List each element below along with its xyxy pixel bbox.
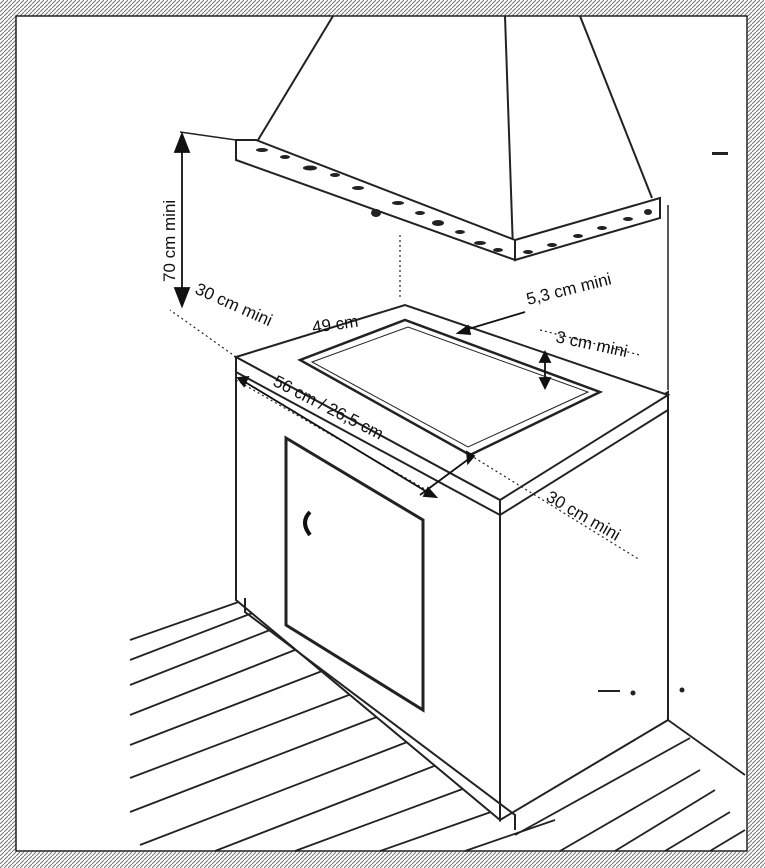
label-front-edge-min: 3 cm mini <box>554 327 629 361</box>
oven-door <box>284 435 425 713</box>
dimension-arrows <box>173 131 552 499</box>
hood-chimney <box>257 15 653 251</box>
wall-floor-line <box>667 719 746 776</box>
hood-base <box>235 139 661 262</box>
label-left-side-min: 30 cm mini <box>192 279 275 330</box>
label-hood-gap-min: 5,3 cm mini <box>524 269 613 308</box>
stray-marks <box>598 152 728 696</box>
label-height-min: 70 cm mini <box>160 200 179 282</box>
cabinet-plinth <box>244 598 516 830</box>
door-handle-icon <box>303 510 312 537</box>
hob-cutout-inner <box>310 326 590 448</box>
